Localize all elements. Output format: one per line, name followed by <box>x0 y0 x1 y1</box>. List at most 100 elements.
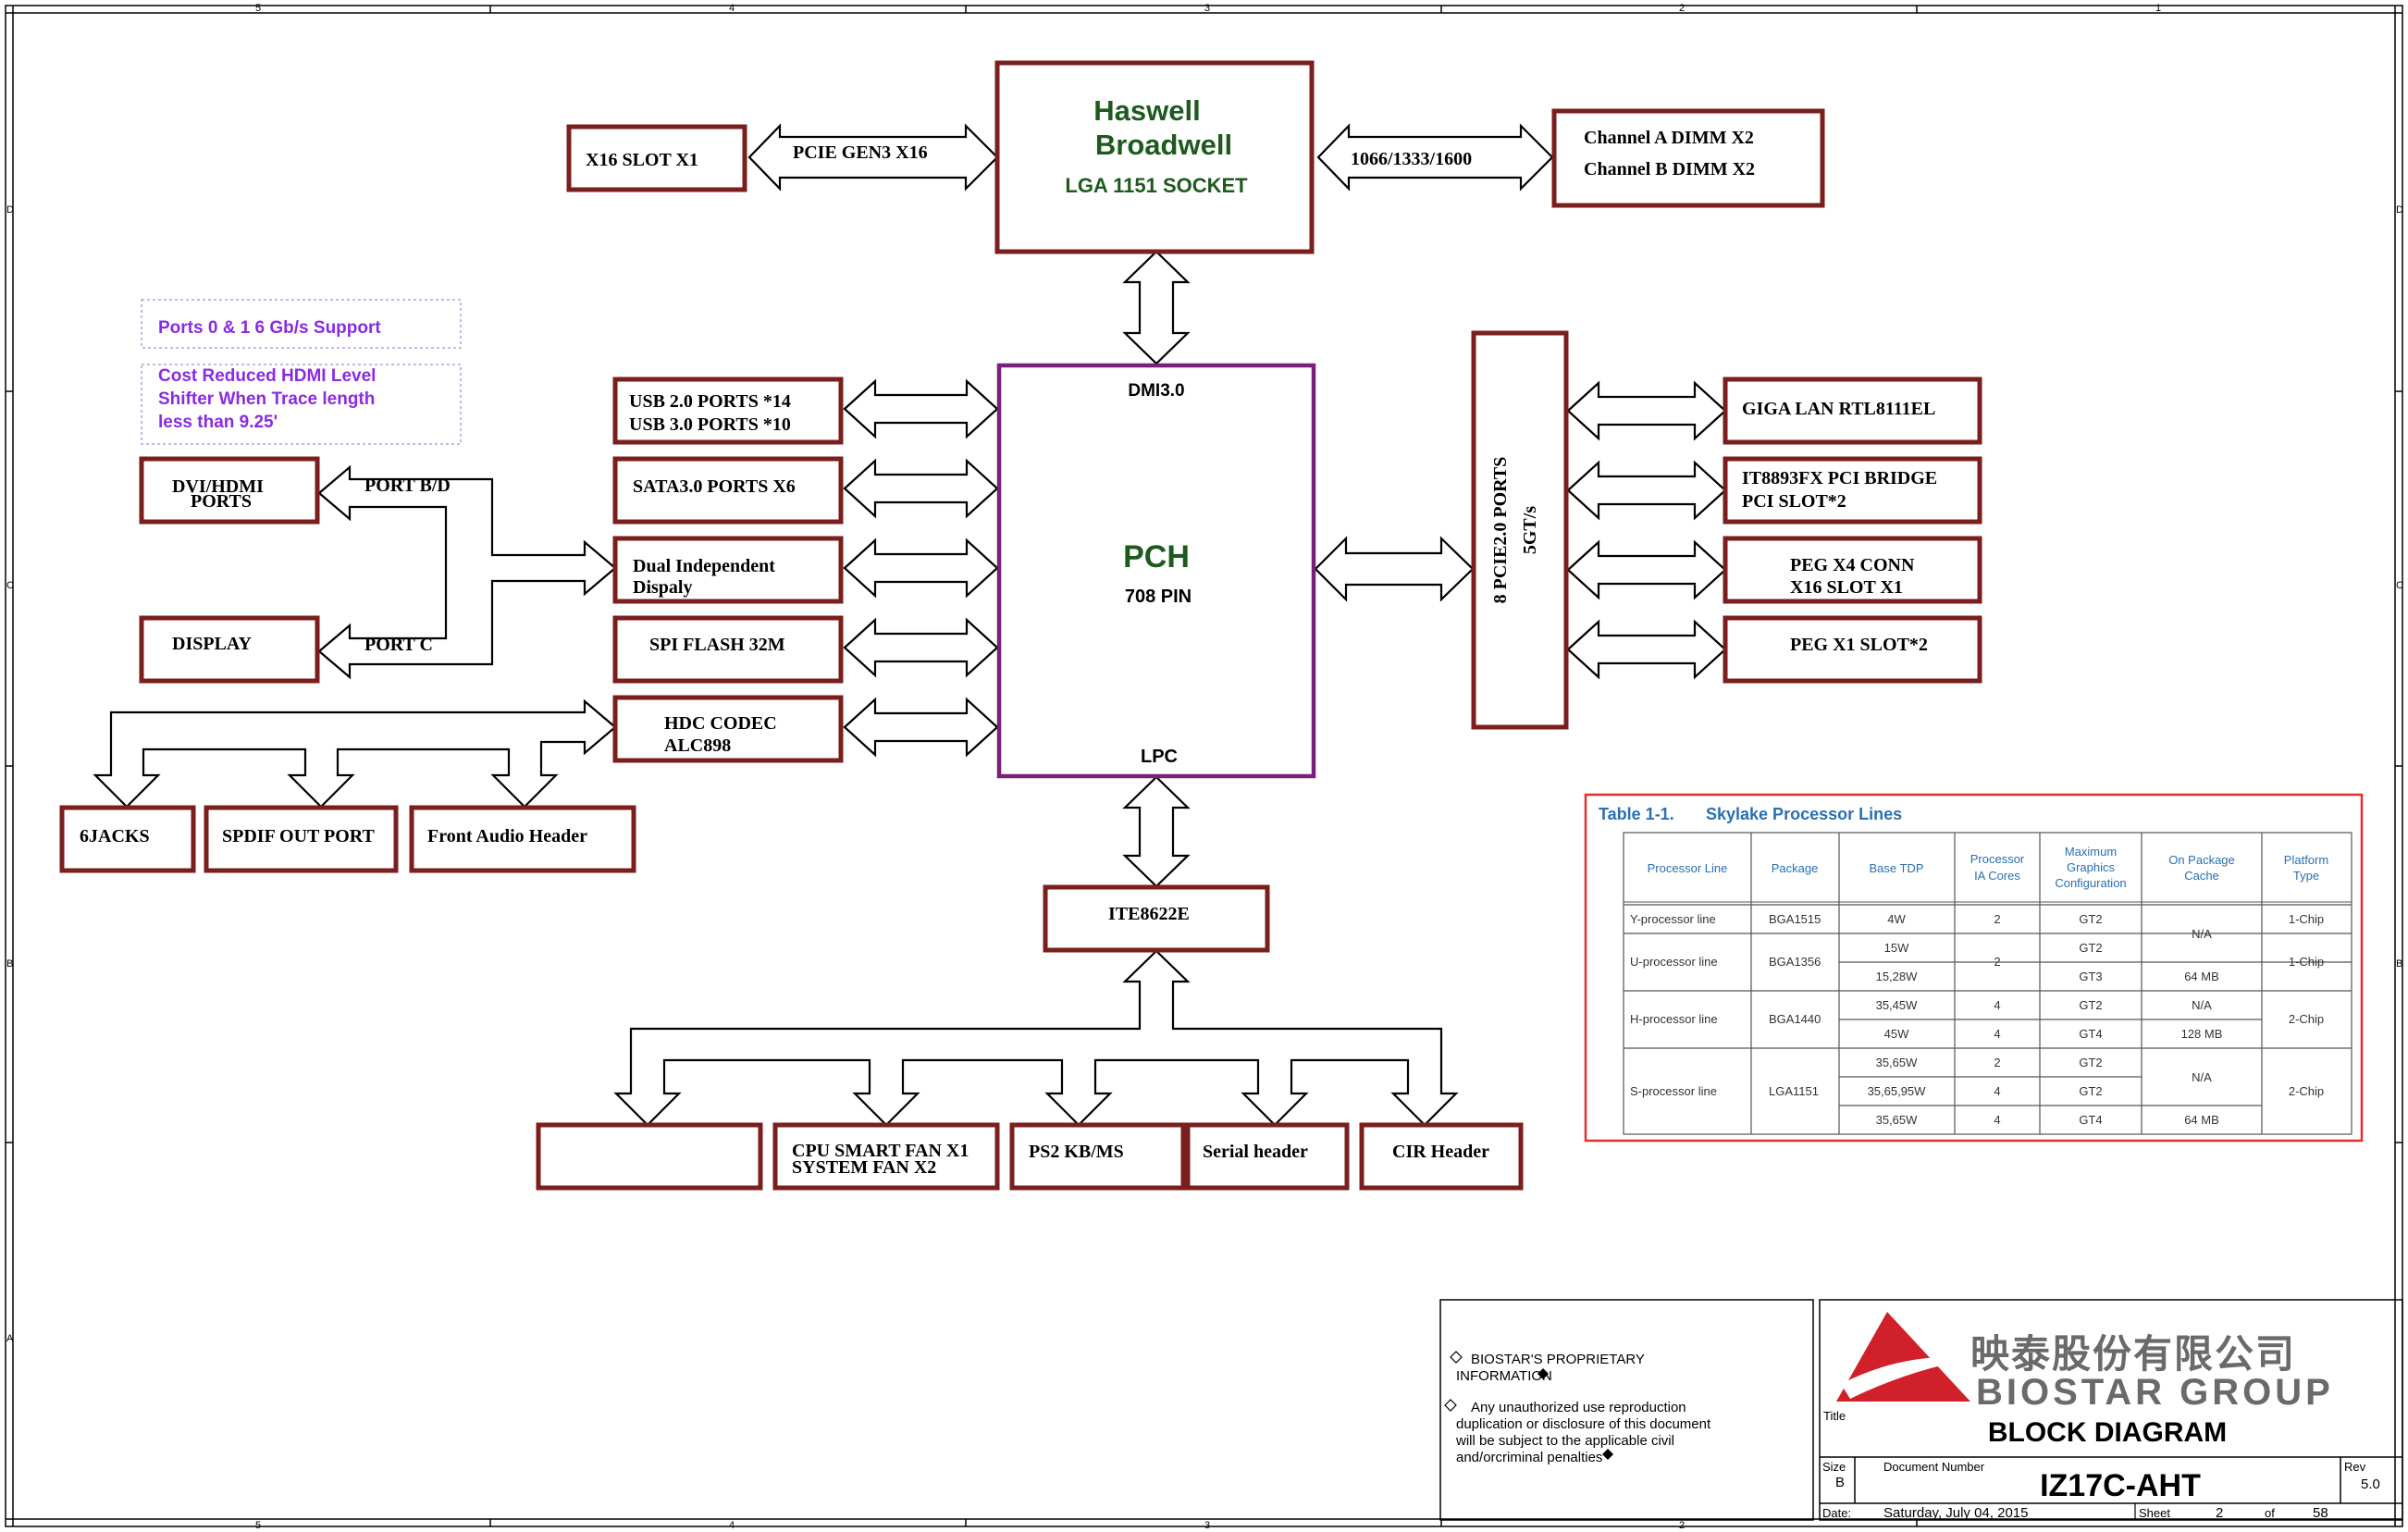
peg4-arrow <box>1566 539 1727 600</box>
table-cell: GT2 <box>2079 941 2102 955</box>
table-header: Package <box>1772 861 1819 875</box>
pci-bridge-l2: PCI SLOT*2 <box>1742 491 1846 512</box>
pcie-bus-l1: 8 PCIE2.0 PORTS <box>1490 457 1511 604</box>
table-cell: GT2 <box>2079 1056 2102 1069</box>
pcie-bus-arrow <box>1314 536 1475 602</box>
legal-l1: BIOSTAR'S PROPRIETARY <box>1471 1352 1645 1367</box>
of-label: of <box>2265 1506 2275 1520</box>
sio-box: ITE8622E <box>1043 884 1270 953</box>
memory-speed-label: 1066/1333/1600 <box>1351 149 1472 169</box>
audio-fanout-arrow <box>93 698 617 809</box>
table-cell: GT4 <box>2079 1027 2102 1041</box>
x16-slot-box: X16 SLOT X1 <box>566 124 747 192</box>
spdif-box: SPDIF OUT PORT <box>204 805 399 873</box>
dual-display-l2: Dispaly <box>633 577 692 598</box>
table-cell: 2 <box>1994 955 2000 969</box>
diamond-icon <box>1450 1351 1463 1364</box>
cpu-socket: LGA 1151 SOCKET <box>1065 174 1248 197</box>
serial-label: Serial header <box>1203 1142 1308 1162</box>
col-label: 4 <box>729 1520 735 1531</box>
pch-block: DMI3.0 PCH 708 PIN LPC <box>996 363 1316 779</box>
size-value: B <box>1835 1475 1845 1490</box>
sio-fanout-arrow <box>613 949 1459 1127</box>
table-header-processor: Processor <box>1970 852 2025 866</box>
table-cell: BGA1515 <box>1769 912 1821 926</box>
ps2-label: PS2 KB/MS <box>1029 1142 1124 1162</box>
diagram-title: BLOCK DIAGRAM <box>1988 1417 2227 1448</box>
lan-label: GIGA LAN RTL8111EL <box>1742 399 1935 419</box>
col-label: 3 <box>1204 1520 1210 1531</box>
table-header-configuration: Configuration <box>2055 876 2126 890</box>
frame-column-labels: 5 4 3 2 1 5 4 3 2 <box>255 3 2161 1531</box>
peg-x1-box: PEG X1 SLOT*2 <box>1723 615 1982 684</box>
cir-label: CIR Header <box>1392 1142 1489 1162</box>
table-header-on-package: On Package <box>2168 853 2235 867</box>
table-header-maximum: Maximum <box>2065 845 2117 859</box>
table-header-type: Type <box>2293 869 2319 883</box>
table-cell: 4 <box>1994 998 2000 1012</box>
bridge-arrow <box>1566 460 1727 521</box>
col-label: 5 <box>255 1520 261 1531</box>
table-cell: N/A <box>2192 1070 2212 1084</box>
table-cell: 64 MB <box>2184 970 2219 983</box>
sata-arrow <box>843 458 999 519</box>
row-label: B <box>2396 958 2402 970</box>
ps2-box: PS2 KB/MS <box>1009 1122 1186 1191</box>
peg1-arrow <box>1566 619 1727 680</box>
col-label: 3 <box>1204 3 1210 14</box>
table-cell: U-processor line <box>1630 955 1718 969</box>
table-caption-num: Table 1-1. <box>1599 805 1674 823</box>
pch-lpc-label: LPC <box>1141 747 1178 767</box>
rev-label: Rev <box>2344 1460 2366 1474</box>
dmi-arrow <box>1122 250 1191 365</box>
table-cell: GT3 <box>2079 970 2102 983</box>
hdc-l1: HDC CODEC <box>664 713 777 734</box>
table-cell: 4W <box>1887 912 1906 926</box>
usb-box: USB 2.0 PORTS *14 USB 3.0 PORTS *10 <box>612 377 844 445</box>
usb3-label: USB 3.0 PORTS *10 <box>629 414 791 435</box>
rev-value: 5.0 <box>2361 1476 2380 1492</box>
table-cell: 35,45W <box>1876 998 1919 1012</box>
date-label: Date: <box>1822 1506 1851 1520</box>
display-label: DISPLAY <box>172 634 253 654</box>
title-block: 映泰股份有限公司 BIOSTAR GROUP Title BLOCK DIAGR… <box>1819 1299 2403 1521</box>
biostar-logo: 映泰股份有限公司 BIOSTAR GROUP <box>1836 1312 2330 1413</box>
table-cell: H-processor line <box>1630 1012 1718 1026</box>
table-cell: BGA1440 <box>1769 1012 1821 1026</box>
hdc-box: HDC CODEC ALC898 <box>612 695 844 763</box>
dual-display-arrow <box>843 537 999 599</box>
table-cell: 35,65W <box>1876 1056 1919 1069</box>
table-header-graphics: Graphics <box>2067 860 2116 874</box>
note-ports-text: Ports 0 & 1 6 Gb/s Support <box>158 318 381 338</box>
col-label: 2 <box>1679 3 1685 14</box>
col-label: 2 <box>1679 1520 1685 1531</box>
logo-chinese: 映泰股份有限公司 <box>1970 1331 2296 1377</box>
table-cell: 1-Chip <box>2289 912 2324 926</box>
note-hdmi: Cost Reduced HDMI Level Shifter When Tra… <box>141 364 462 445</box>
peg-x1-label: PEG X1 SLOT*2 <box>1790 635 1928 655</box>
dimm-channel-b: Channel B DIMM X2 <box>1584 159 1755 179</box>
col-label: 5 <box>255 3 261 14</box>
table-cell: LGA1151 <box>1769 1084 1819 1098</box>
table-cell: 2 <box>1994 912 2000 926</box>
empty-bottom-box <box>536 1122 763 1191</box>
sheet-total: 58 <box>2313 1505 2328 1521</box>
table-header-cache: Cache <box>2184 869 2219 883</box>
dual-display-box: Dual Independent Dispaly <box>612 536 844 604</box>
table-cell: GT4 <box>2079 1113 2102 1127</box>
pch-pins: 708 PIN <box>1125 587 1192 607</box>
table-cell: 2 <box>1994 1056 2000 1069</box>
lpc-arrow <box>1122 775 1191 888</box>
table-cell: 4 <box>1994 1027 2000 1041</box>
table-cell: 45W <box>1884 1027 1909 1041</box>
x16-slot-label: X16 SLOT X1 <box>586 150 698 170</box>
connector-arrows <box>93 123 1727 1127</box>
table-cell: 64 MB <box>2184 1113 2219 1127</box>
table-cell: 2-Chip <box>2289 1012 2324 1026</box>
date-value: Saturday, July 04, 2015 <box>1883 1505 2029 1521</box>
sata-box: SATA3.0 PORTS X6 <box>612 456 844 525</box>
table-cell: Y-processor line <box>1630 912 1716 926</box>
table-cell: GT2 <box>2079 998 2102 1012</box>
hdc-arrow <box>843 697 999 758</box>
display-switch-arrow <box>317 464 617 680</box>
